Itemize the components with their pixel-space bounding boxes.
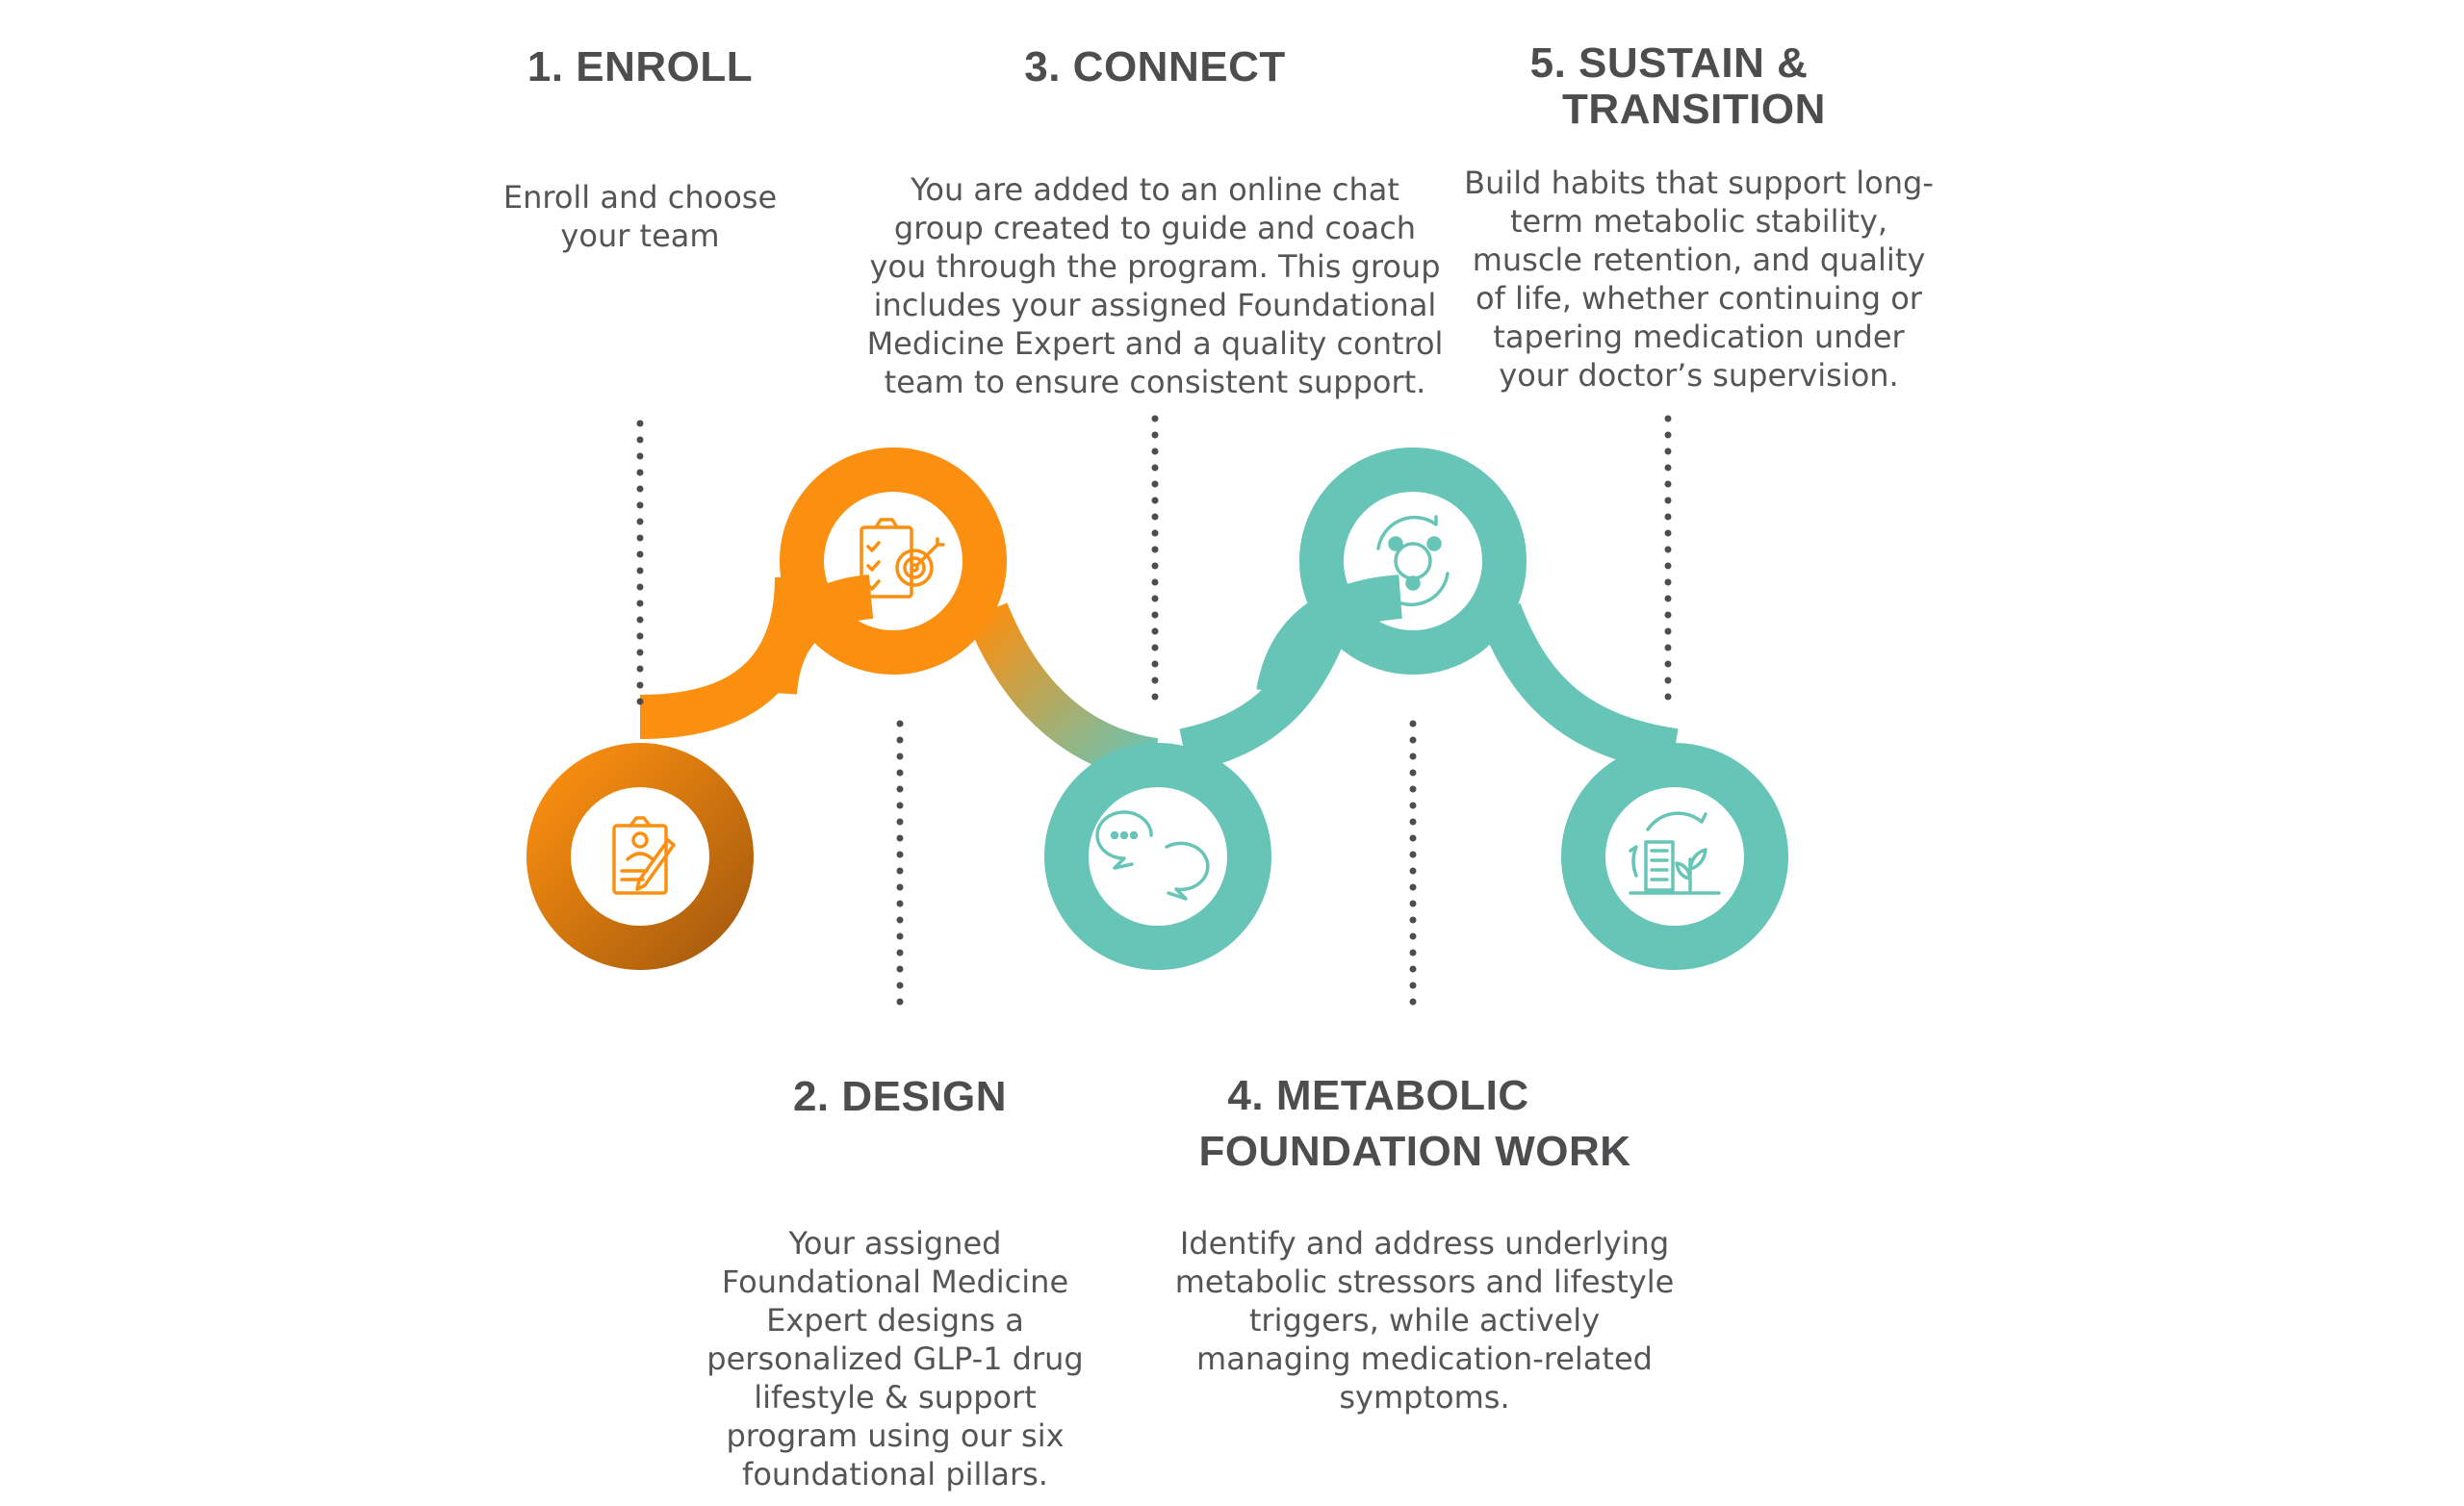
node-2-design <box>780 447 1007 675</box>
step-4-title: 4. METABOLIC FOUNDATION WORK <box>1198 1072 1631 1175</box>
node-1-enroll <box>526 743 754 970</box>
checklist-target-icon <box>860 518 945 599</box>
step-5-description: Build habits that support long- term met… <box>1464 165 1934 394</box>
connector-design-connect <box>965 602 1159 782</box>
clipboard-pen-icon <box>612 816 676 895</box>
step-2-description: Your assigned Foundational Medicine Expe… <box>706 1225 1084 1493</box>
cycle-network-icon <box>1376 515 1450 607</box>
step-1-title: 1. ENROLL <box>526 43 754 90</box>
dotted-guide-lines <box>636 415 1672 1009</box>
step-3-title: 3. CONNECT <box>1024 43 1286 90</box>
node-3-connect <box>1044 743 1271 970</box>
step-4-description: Identify and address underlying metaboli… <box>1174 1225 1675 1416</box>
connector-metabolic-sustain <box>1478 602 1679 773</box>
step-5-title: 5. SUSTAIN & TRANSITION <box>1529 39 1826 133</box>
step-2-title: 2. DESIGN <box>792 1073 1008 1120</box>
node-5-sustain <box>1561 743 1788 970</box>
step-3-description: You are added to an online chat group cr… <box>866 171 1444 400</box>
node-4-metabolic <box>1299 447 1527 675</box>
chat-bubbles-icon <box>1095 810 1210 901</box>
step-1-description: Enroll and choose your team <box>502 179 778 254</box>
building-leaf-cycle-icon <box>1629 811 1721 895</box>
